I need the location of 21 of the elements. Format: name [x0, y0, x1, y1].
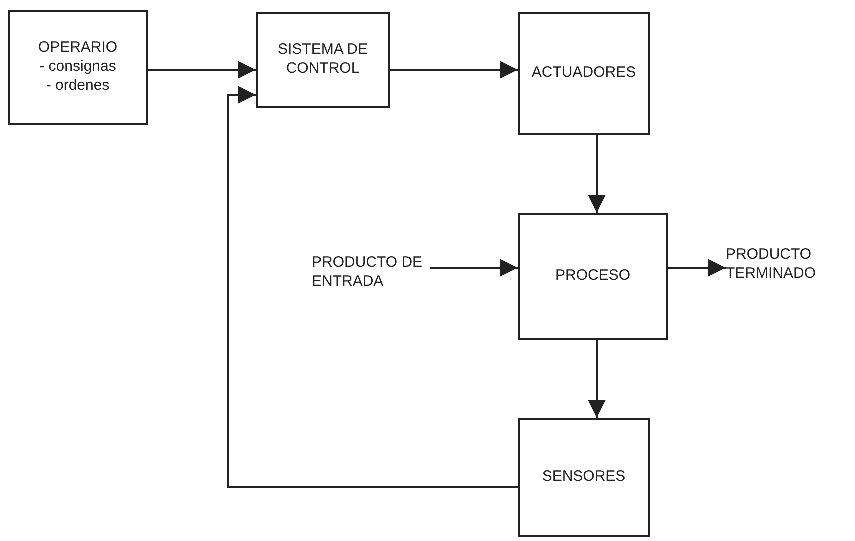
- arrow: [668, 259, 726, 277]
- arrow: [390, 61, 518, 79]
- process-box: [518, 213, 668, 340]
- arrow: [588, 340, 606, 418]
- box-label: SENSORES: [542, 468, 626, 487]
- arrow: [430, 259, 518, 277]
- process-box: [256, 12, 390, 108]
- arrow: [148, 61, 256, 79]
- box-label: PROCESO: [555, 267, 630, 286]
- box-label: SISTEMA DE CONTROL: [276, 41, 370, 79]
- process-box: [518, 12, 650, 135]
- text-label: PRODUCTO DE ENTRADA: [312, 245, 430, 300]
- process-box: [8, 10, 148, 125]
- box-label: - ordenes: [46, 76, 110, 96]
- arrow: [588, 135, 606, 213]
- arrow: [227, 86, 518, 488]
- box-label: OPERARIO: [38, 39, 118, 58]
- box-label: ACTUADORES: [532, 64, 636, 83]
- box-label: - consignas: [40, 58, 116, 77]
- process-box: [518, 418, 650, 537]
- text-label: PRODUCTO TERMINADO: [726, 240, 853, 290]
